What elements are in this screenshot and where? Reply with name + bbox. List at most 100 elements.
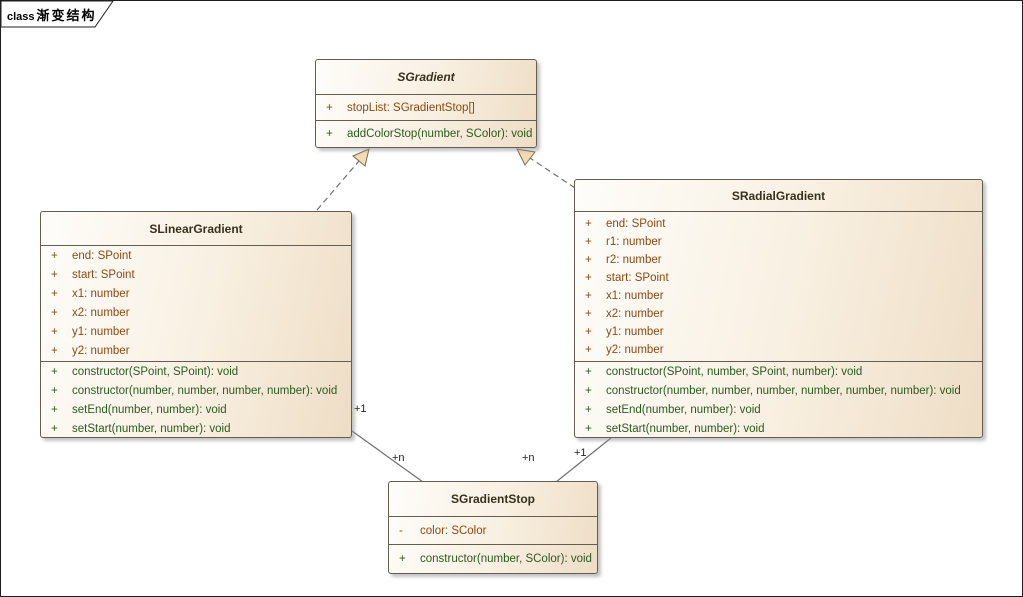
member-signature: constructor(number, number, number, numb… — [72, 384, 338, 397]
member-row[interactable]: + constructor(number, SColor): void — [389, 550, 597, 569]
member-signature: start: SPoint — [72, 269, 135, 281]
methods-compartment: + constructor(SPoint, number, SPoint, num… — [575, 362, 982, 438]
member-row[interactable]: -color: SColor — [389, 521, 597, 540]
visibility-marker: + — [585, 422, 592, 435]
attributes-compartment: +end: SPoint+start: SPoint+x1: number+x2… — [41, 246, 351, 362]
visibility-marker: + — [51, 326, 58, 338]
realization-arrowhead-sradialgradient — [516, 148, 536, 166]
member-signature: y1: number — [72, 326, 130, 338]
member-row[interactable]: +start: SPoint — [575, 269, 982, 287]
member-signature: x1: number — [72, 288, 130, 300]
class-header: SLinearGradient — [41, 212, 351, 246]
member-row[interactable]: + y1: number — [575, 323, 982, 341]
member-row[interactable]: + end: SPoint — [41, 247, 351, 266]
member-signature: r2: number — [606, 253, 662, 266]
member-row[interactable]: + constructor(number, number, number, num… — [575, 381, 982, 400]
visibility-marker: + — [585, 271, 592, 284]
member-row[interactable]: + x1: number — [575, 287, 982, 305]
association-line-sradialgradient-sgradientstop[interactable] — [555, 437, 612, 483]
member-row[interactable]: + addColorStop(number, SColor): void — [316, 125, 536, 144]
member-row[interactable]: + x2: number — [41, 304, 351, 323]
member-signature: constructor(number, number, number, numb… — [606, 384, 961, 397]
member-row[interactable]: +setStart(number, number): void — [575, 419, 982, 438]
visibility-marker: + — [399, 553, 406, 565]
member-signature: stopList: SGradientStop[] — [347, 101, 475, 114]
member-signature: x2: number — [606, 307, 664, 320]
methods-compartment: + constructor(SPoint, SPoint): void + const… — [41, 362, 351, 438]
member-row[interactable]: +setEnd(number, number): void — [575, 400, 982, 419]
member-signature: x2: number — [72, 307, 130, 319]
visibility-marker: + — [51, 307, 58, 319]
member-row[interactable]: + end: SPoint — [575, 215, 982, 233]
member-row[interactable]: + x2: number — [575, 305, 982, 323]
visibility-marker: + — [51, 365, 58, 378]
methods-compartment: + constructor(number, SColor): void — [389, 545, 597, 573]
member-signature: setStart(number, number): void — [72, 422, 231, 435]
visibility-marker: + — [585, 217, 592, 230]
association-line-slineargradient-sgradientstop[interactable] — [351, 430, 424, 483]
member-row[interactable]: +stopList: SGradientStop[] — [316, 98, 536, 117]
member-signature: setEnd(number, number): void — [72, 403, 227, 416]
member-row[interactable]: +y2: number — [41, 342, 351, 361]
member-row[interactable]: + constructor(number, number, number, num… — [41, 381, 351, 400]
visibility-marker: + — [585, 307, 592, 320]
member-row[interactable]: +constructor(SPoint, number, SPoint, num… — [575, 362, 982, 381]
class-name: SLinearGradient — [149, 221, 243, 236]
member-signature: constructor(number, SColor): void — [420, 553, 592, 565]
member-signature: y1: number — [606, 325, 664, 338]
visibility-marker: + — [585, 343, 592, 356]
visibility-marker: + — [326, 128, 333, 140]
class-sgradient[interactable]: SGradient +stopList: SGradientStop[] + ad… — [315, 59, 537, 148]
visibility-marker: + — [585, 325, 592, 338]
class-sgradientstop[interactable]: SGradientStop -color: SColor + constructo… — [388, 481, 598, 574]
member-row[interactable]: + setStart(number, number): void — [41, 419, 351, 438]
attributes-compartment: -color: SColor — [389, 517, 597, 545]
member-signature: r1: number — [606, 235, 662, 248]
realization-arrowhead-slineargradient — [352, 148, 370, 167]
member-row[interactable]: + r2: number — [575, 251, 982, 269]
attributes-compartment: + end: SPoint + r1: number + r2: number +start… — [575, 212, 982, 362]
member-row[interactable]: + setEnd(number, number): void — [41, 400, 351, 419]
visibility-marker: + — [51, 422, 58, 435]
visibility-marker: + — [51, 269, 58, 281]
member-signature: x1: number — [606, 289, 664, 302]
frame-title: 渐变结构 — [36, 8, 97, 23]
member-row[interactable]: +x1: number — [41, 285, 351, 304]
visibility-marker: + — [51, 250, 58, 262]
visibility-marker: + — [585, 289, 592, 302]
class-header: SRadialGradient — [575, 180, 982, 212]
visibility-marker: + — [585, 235, 592, 248]
member-signature: addColorStop(number, SColor): void — [347, 128, 533, 140]
member-row[interactable]: + y1: number — [41, 323, 351, 342]
class-sradialgradient[interactable]: SRadialGradient +end: SPoint+r1: number+… — [574, 179, 983, 438]
visibility-marker: + — [585, 253, 592, 266]
member-row[interactable]: + r1: number — [575, 233, 982, 251]
member-signature: end: SPoint — [72, 250, 132, 262]
realization-line-sradialgradient[interactable] — [529, 157, 576, 189]
multiplicity-label: +n — [522, 452, 535, 464]
multiplicity-label: +n — [392, 452, 405, 464]
class-name: SRadialGradient — [731, 188, 826, 203]
methods-compartment: + addColorStop(number, SColor): void — [316, 121, 536, 147]
visibility-marker: + — [585, 384, 592, 397]
class-slineargradient[interactable]: SLinearGradient + end: SPoint + start: SPoi… — [40, 211, 352, 438]
class-name: SGradient — [397, 70, 455, 84]
frame-tab-shape — [0, 0, 114, 28]
realization-line-slineargradient[interactable] — [316, 160, 360, 211]
member-signature: constructor(SPoint, SPoint): void — [72, 365, 239, 378]
member-signature: constructor(SPoint, number, SPoint, numb… — [606, 365, 863, 378]
multiplicity-label: +1 — [574, 447, 587, 459]
member-row[interactable]: +y2: number — [575, 341, 982, 359]
member-signature: y2: number — [72, 345, 130, 357]
attributes-compartment: +stopList: SGradientStop[] — [316, 95, 536, 121]
member-row[interactable]: + start: SPoint — [41, 266, 351, 285]
visibility-marker: + — [585, 403, 592, 416]
visibility-marker: - — [399, 524, 403, 537]
visibility-marker: + — [51, 384, 58, 397]
visibility-marker: + — [51, 403, 58, 416]
class-header: SGradientStop — [389, 482, 597, 517]
member-row[interactable]: + constructor(SPoint, SPoint): void — [41, 362, 351, 381]
member-signature: end: SPoint — [606, 217, 666, 230]
